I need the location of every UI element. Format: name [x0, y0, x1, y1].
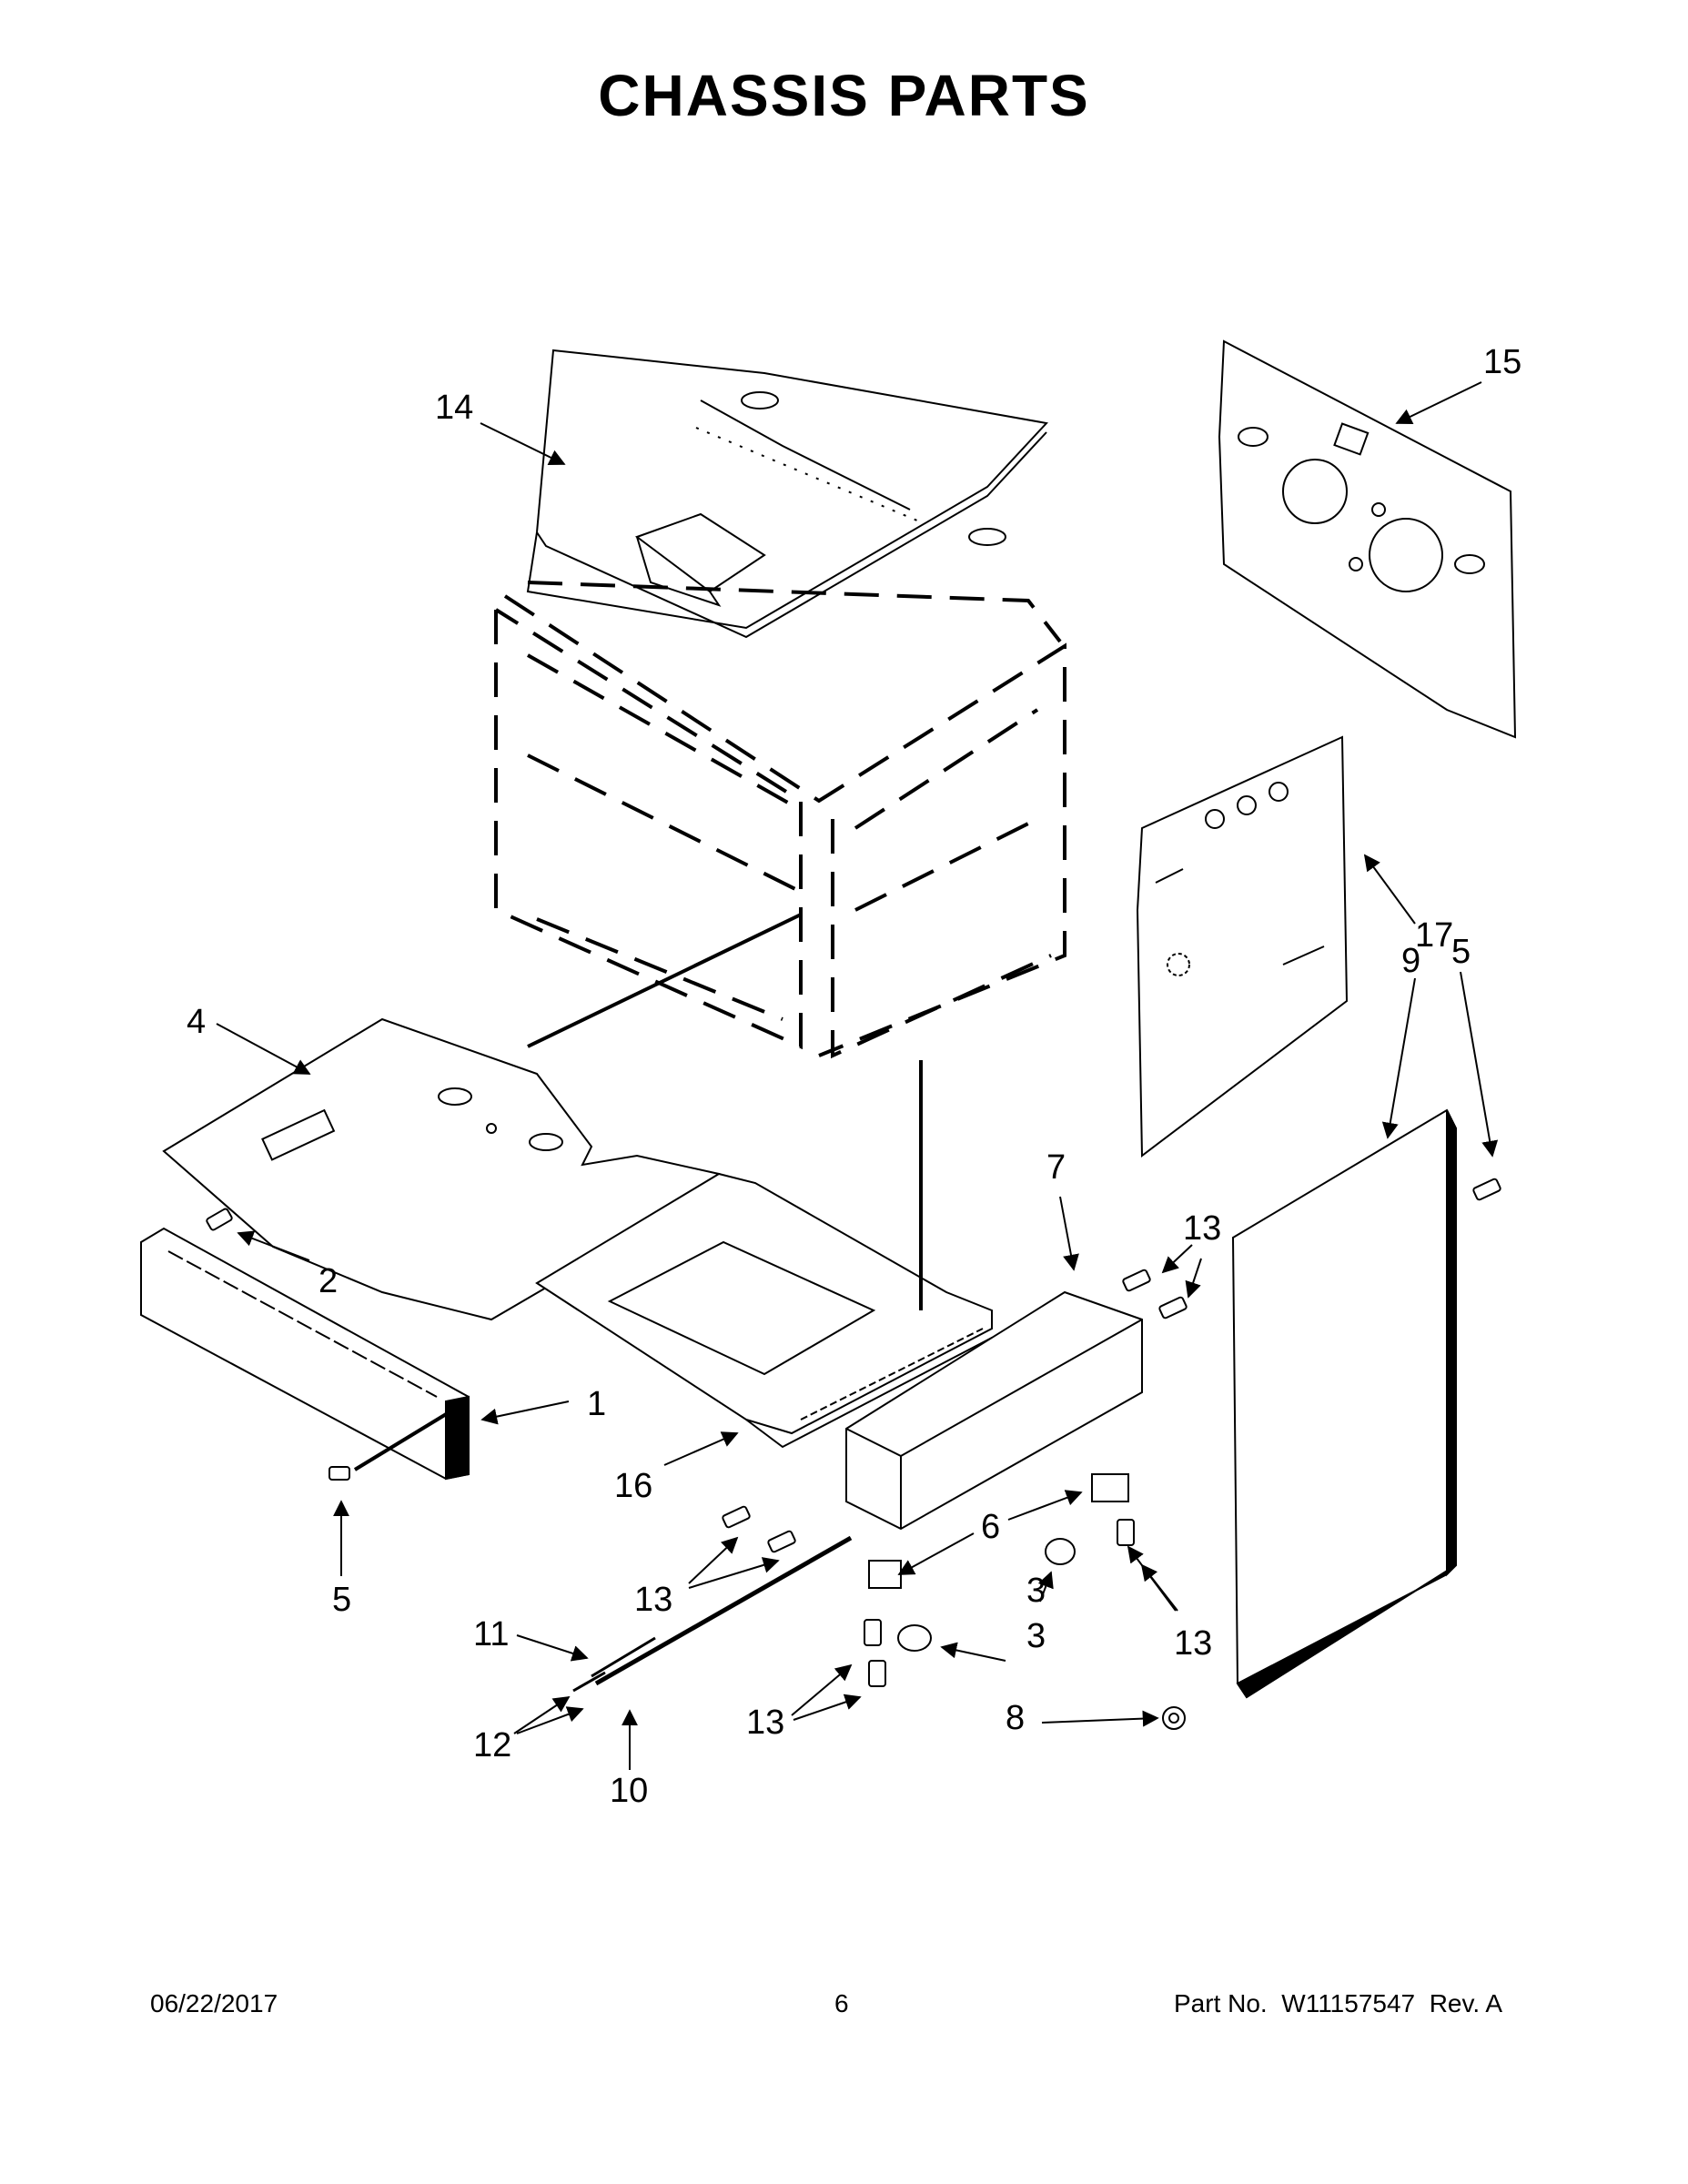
part-1-toe-kick: [140, 1227, 470, 1481]
part-4-bottom-panel: [162, 1017, 721, 1321]
leveling-bracket-icon: [1091, 1473, 1129, 1502]
callout-10: 10: [610, 1772, 648, 1810]
callout-3: 3: [1026, 1617, 1046, 1655]
screw-icon: [1472, 1178, 1501, 1201]
callout-2: 2: [318, 1262, 338, 1300]
page-title: CHASSIS PARTS: [598, 63, 1090, 128]
screw-icon: [1117, 1519, 1135, 1546]
screw-icon: [329, 1466, 350, 1481]
callout-4: 4: [187, 1003, 206, 1041]
callout-11: 11: [473, 1615, 509, 1653]
screws: [206, 1178, 1501, 1687]
callout-12: 12: [473, 1726, 511, 1764]
callout-15: 15: [1483, 343, 1521, 381]
footer-date: 06/22/2017: [150, 1989, 278, 2017]
screw-icon: [767, 1530, 796, 1553]
part-number-value: W11157547: [1281, 1989, 1416, 2017]
part-17-side-panel: [1136, 735, 1349, 1158]
rod-11-icon: [591, 1636, 656, 1678]
leveling-leg-icon: [1045, 1538, 1076, 1565]
callout-leaders: [216, 381, 1499, 1770]
callout-13: 13: [1183, 1209, 1221, 1248]
part-14-top-cover: [526, 349, 1048, 639]
hardware: [572, 1473, 1186, 1730]
screw-icon: [1122, 1269, 1151, 1292]
callout-5: 5: [332, 1581, 351, 1619]
callout-6: 6: [981, 1508, 1000, 1546]
callout-8: 8: [1006, 1699, 1025, 1737]
callout-13: 13: [634, 1581, 672, 1619]
revision-label: Rev.: [1429, 1989, 1481, 2017]
part-16-lower-tray: [535, 1172, 993, 1449]
footer-page-number: 6: [834, 1989, 849, 2017]
screw-icon: [722, 1505, 751, 1529]
callout-9: 9: [1401, 942, 1420, 980]
callout-3: 3: [1026, 1572, 1046, 1610]
callout-1: 1: [587, 1385, 606, 1423]
screw-icon: [206, 1208, 233, 1231]
callout-14: 14: [435, 389, 473, 427]
part-number-label: Part No.: [1174, 1989, 1268, 2017]
revision-value: A: [1485, 1989, 1503, 2017]
screw-icon: [864, 1619, 882, 1646]
screw-icon: [868, 1660, 886, 1687]
callout-13: 13: [746, 1704, 784, 1742]
callout-17: 17: [1415, 916, 1453, 955]
footer-part-number: Part No. W11157547 Rev. A: [1174, 1989, 1502, 2018]
callout-16: 16: [614, 1467, 652, 1505]
part-15-rear-panel: [1218, 339, 1517, 739]
assembly-lines: [353, 913, 923, 1471]
screw-icon: [1158, 1296, 1188, 1320]
leveling-bracket-icon: [868, 1560, 902, 1589]
leveling-leg-icon: [897, 1624, 932, 1652]
callout-13: 13: [1174, 1624, 1212, 1663]
part-9-side-trim: [1231, 1108, 1457, 1699]
rod-12-icon: [572, 1671, 606, 1693]
callout-labels: 1 2 3 3 4 5 5 6 7 8 9 10 11 12 13 13 13 …: [187, 343, 1521, 1810]
part-7-front-bracket: [845, 1290, 1143, 1531]
oven-cavity-phantom: [494, 581, 1066, 1059]
callout-5: 5: [1451, 933, 1471, 971]
callout-7: 7: [1046, 1148, 1066, 1187]
rod-10-icon: [594, 1535, 853, 1686]
